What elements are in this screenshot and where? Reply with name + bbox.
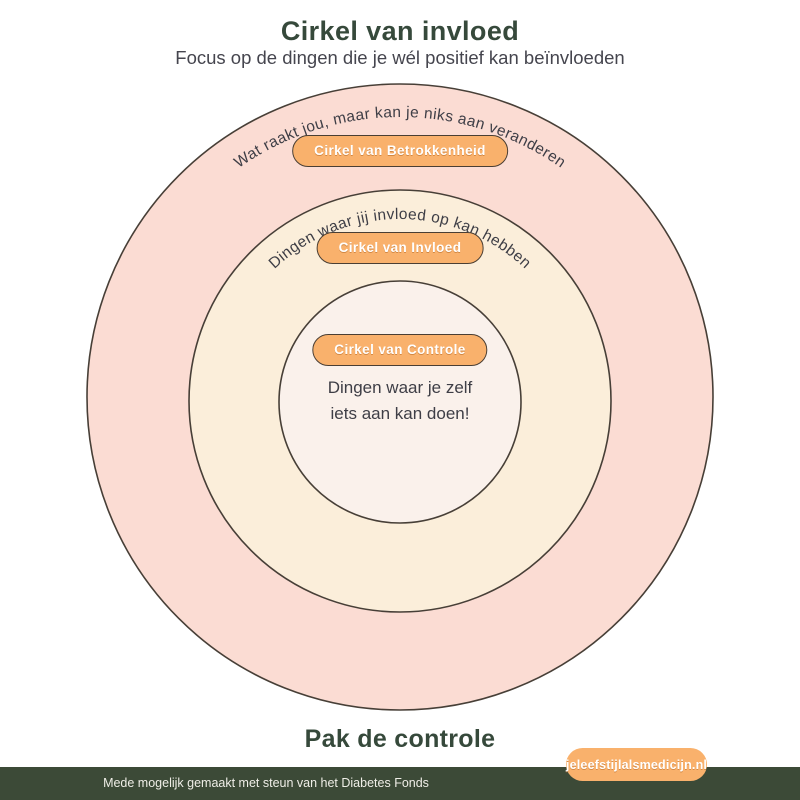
- footer-credit-text: Mede mogelijk gemaakt met steun van het …: [103, 776, 429, 790]
- badge-cirkel-van-invloed: Cirkel van Invloed: [316, 232, 484, 264]
- inner-circle-text-line1: Dingen waar je zelf: [327, 378, 473, 397]
- bottom-headline: Pak de controle: [304, 725, 496, 753]
- badge-cirkel-van-controle: Cirkel van Controle: [312, 334, 488, 366]
- badge-cirkel-van-betrokkenheid: Cirkel van Betrokkenheid: [292, 135, 508, 167]
- inner-circle-text: Dingen waar je zelf iets aan kan doen!: [0, 375, 800, 427]
- page-title: Cirkel van invloed: [280, 16, 520, 46]
- page-subtitle: Focus op de dingen die je wél positief k…: [175, 47, 625, 68]
- inner-circle-text-line2: iets aan kan doen!: [330, 404, 470, 423]
- site-url-badge[interactable]: jeleefstijlalsmedicijn.nl: [566, 748, 707, 781]
